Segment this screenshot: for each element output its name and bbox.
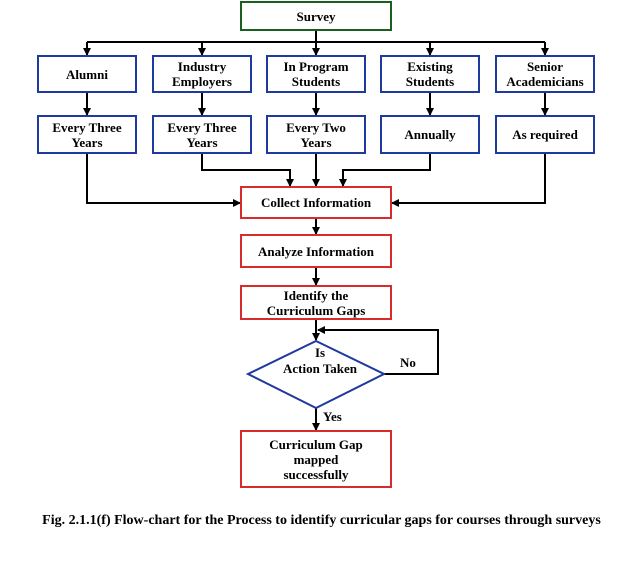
source-industry-employers: Industry Employers	[152, 55, 252, 93]
collect-information-box: Collect Information	[240, 186, 392, 219]
decision-label: Is Action Taken	[270, 345, 370, 377]
collect-information-label: Collect Information	[260, 195, 372, 210]
decision-diamond	[245, 339, 387, 410]
frequency-label: Every Three Years	[167, 119, 237, 150]
frequency-label: Annually	[404, 127, 456, 142]
source-label: Industry Employers	[172, 59, 232, 89]
source-label: In Program Students	[283, 59, 349, 89]
source-alumni: Alumni	[37, 55, 137, 93]
frequency-label: As required	[512, 127, 578, 142]
result-box: Curriculum Gap mapped successfully	[240, 430, 392, 488]
decision-line-1: Is	[314, 345, 326, 360]
result-label: Curriculum Gap mapped successfully	[269, 436, 363, 482]
analyze-information-box: Analyze Information	[240, 234, 392, 268]
survey-box: Survey	[240, 1, 392, 31]
frequency-industry-employers: Every Three Years	[152, 115, 252, 154]
frequency-alumni: Every Three Years	[37, 115, 137, 154]
source-label: Senior Academicians	[506, 59, 584, 89]
source-existing-students: Existing Students	[380, 55, 480, 93]
frequency-existing-students: Annually	[380, 115, 480, 154]
frequency-senior-academicians: As required	[495, 115, 595, 154]
identify-gaps-box: Identify the Curriculum Gaps	[240, 285, 392, 320]
frequency-in-program-students: Every Two Years	[266, 115, 366, 154]
analyze-information-label: Analyze Information	[258, 243, 374, 259]
yes-label: Yes	[323, 409, 342, 424]
source-label: Existing Students	[405, 59, 455, 89]
identify-gaps-label: Identify the Curriculum Gaps	[266, 287, 366, 318]
source-label: Alumni	[66, 66, 108, 82]
source-senior-academicians: Senior Academicians	[495, 55, 595, 93]
decision-line-2: Action Taken	[282, 361, 358, 376]
survey-label: Survey	[296, 8, 336, 24]
no-label: No	[400, 355, 416, 370]
frequency-label: Every Two Years	[286, 119, 346, 150]
source-in-program-students: In Program Students	[266, 55, 366, 93]
figure-caption: Fig. 2.1.1(f) Flow-chart for the Process…	[42, 513, 601, 528]
frequency-label: Every Three Years	[52, 119, 122, 150]
